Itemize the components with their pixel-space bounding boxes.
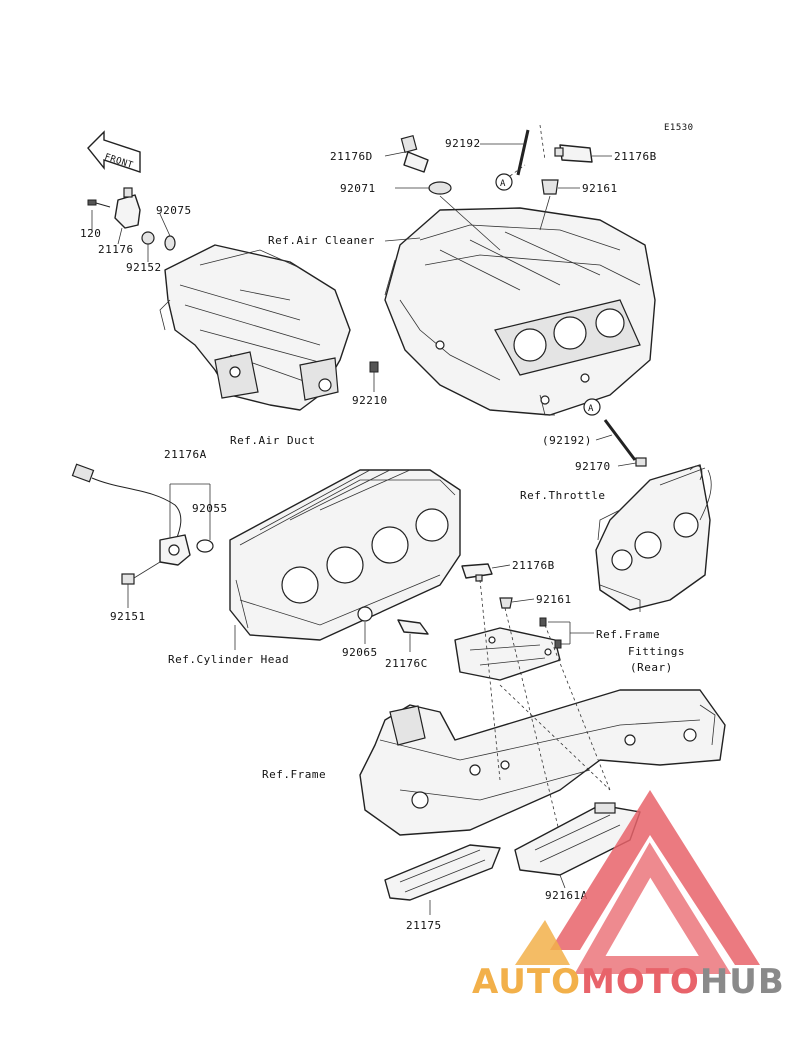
label-92055: 92055 [192,502,228,515]
clamp-92170-icon [635,457,647,467]
bracket-illustration [454,617,562,681]
sensor-21176D-icon [400,134,429,173]
label-92152: 92152 [126,261,162,274]
label-ref-throttle: Ref.Throttle [520,489,605,502]
label-ref-frame-fittings-1: Ref.Frame [596,628,660,641]
ref-a-circle-top-icon: A [495,173,513,191]
pipe-92192-icon [516,124,546,176]
label-92192-paren: (92192) [542,434,592,447]
label-120: 120 [80,227,101,240]
label-92170: 92170 [575,460,611,473]
cylinder-head-illustration [229,469,461,641]
label-21176B-mid: 21176B [512,559,555,572]
label-ref-frame-fittings-2: Fittings [628,645,685,658]
label-92075: 92075 [156,204,192,217]
grommet-92075-icon [164,235,176,251]
label-21176D: 21176D [330,150,373,163]
washer-92065-icon [357,606,373,622]
air-duct-illustration [159,244,351,411]
watermark-text: AUTOMOTOHUB [472,962,785,1002]
ref-a-circle-mid-icon: A [583,398,601,416]
oring-92055-icon [196,539,214,553]
label-92192: 92192 [445,137,481,150]
label-21176: 21176 [98,243,134,256]
label-21176B-top: 21176B [614,150,657,163]
label-92161-top: 92161 [582,182,618,195]
sensor-21176A-illustration [71,463,191,566]
label-92210: 92210 [352,394,388,407]
bolt-92151-icon [121,573,135,585]
bolt-120-icon [87,199,111,208]
sensor-21176C-icon [397,619,429,635]
ecu-21175-illustration [384,844,501,901]
label-21176A: 21176A [164,448,207,461]
pipe-92192-lower-icon [603,419,637,461]
ref-a-label-mid: A [588,404,594,414]
grommet-92071-icon [428,181,452,195]
label-21175: 21175 [406,919,442,932]
label-92161A: 92161A [545,889,588,902]
label-ref-air-cleaner: Ref.Air Cleaner [268,234,375,247]
label-ref-frame-fittings-3: (Rear) [630,661,673,674]
air-cleaner-illustration [384,207,656,416]
label-92151: 92151 [110,610,146,623]
label-92065: 92065 [342,646,378,659]
label-21176C: 21176C [385,657,428,670]
washer-92152-icon [141,231,155,245]
label-92071: 92071 [340,182,376,195]
diagram-code: E1530 [664,123,694,133]
label-ref-cylinder-head: Ref.Cylinder Head [168,653,289,666]
label-92161-mid: 92161 [536,593,572,606]
clamp-92210-icon [369,361,379,373]
ecu-bracket-92161A-illustration [514,802,641,876]
sensor-21176B-mid-icon [461,563,493,582]
grommet-92161-mid-icon [499,597,513,609]
sensor-21176B-top-icon [554,144,593,163]
throttle-body-illustration [595,464,712,612]
label-ref-frame: Ref.Frame [262,768,326,781]
sensor-21176-icon [114,187,141,229]
label-ref-air-duct: Ref.Air Duct [230,434,315,447]
grommet-92161-top-icon [541,179,559,195]
ref-a-label-top: A [500,179,506,189]
front-arrow-icon: FRONT [87,130,141,173]
